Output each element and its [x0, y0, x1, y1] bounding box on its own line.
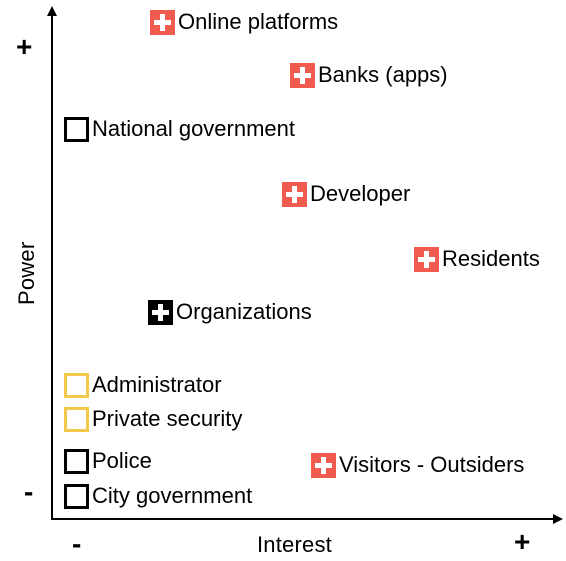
stakeholder-national-government: National government — [64, 114, 295, 144]
x-axis-low-sign: - — [72, 528, 82, 559]
x-axis-line — [51, 518, 555, 520]
x-axis-high-sign: + — [514, 526, 531, 557]
stakeholder-label: National government — [92, 116, 296, 141]
stakeholder-organizations: Organizations — [148, 297, 312, 327]
stakeholder-label: Visitors - Outsiders — [339, 452, 525, 477]
stakeholder-city-government: City government — [64, 481, 252, 511]
black-outline-square-icon — [64, 448, 89, 474]
black-outline-square-icon — [64, 483, 89, 509]
y-axis-line — [51, 14, 53, 520]
stakeholder-label: Residents — [442, 246, 540, 271]
red-plus-icon — [311, 452, 336, 478]
red-plus-icon — [290, 62, 315, 88]
stakeholder-banks-apps: Banks (apps) — [290, 60, 448, 90]
stakeholder-developer: Developer — [282, 179, 410, 209]
y-axis-high-sign: + — [16, 31, 33, 62]
stakeholder-label: City government — [92, 483, 253, 508]
black-plus-icon — [148, 299, 173, 325]
stakeholder-administrator: Administrator — [64, 370, 222, 400]
stakeholder-visitors-outsiders: Visitors - Outsiders — [311, 450, 524, 480]
stakeholder-label: Banks (apps) — [318, 62, 448, 87]
red-plus-icon — [150, 9, 175, 35]
y-axis-arrowhead — [47, 6, 57, 16]
x-axis-arrowhead — [553, 514, 563, 524]
stakeholder-label: Administrator — [92, 372, 222, 397]
stakeholder-label: Organizations — [176, 299, 312, 324]
stakeholder-label: Developer — [310, 181, 411, 206]
stakeholder-label: Private security — [92, 406, 243, 431]
red-plus-icon — [282, 181, 307, 207]
y-axis-title: Power — [14, 241, 39, 305]
stakeholder-private-security: Private security — [64, 404, 242, 434]
black-outline-square-icon — [64, 116, 89, 142]
stakeholder-label: Online platforms — [178, 9, 339, 34]
stakeholder-police: Police — [64, 446, 152, 476]
red-plus-icon — [414, 246, 439, 272]
y-axis-low-sign: - — [24, 476, 34, 507]
stakeholder-residents: Residents — [414, 244, 540, 274]
gold-outline-square-icon — [64, 406, 89, 432]
gold-outline-square-icon — [64, 372, 89, 398]
stakeholder-label: Police — [92, 448, 152, 473]
x-axis-title: Interest — [257, 532, 332, 557]
stakeholder-online-platforms: Online platforms — [150, 7, 338, 37]
